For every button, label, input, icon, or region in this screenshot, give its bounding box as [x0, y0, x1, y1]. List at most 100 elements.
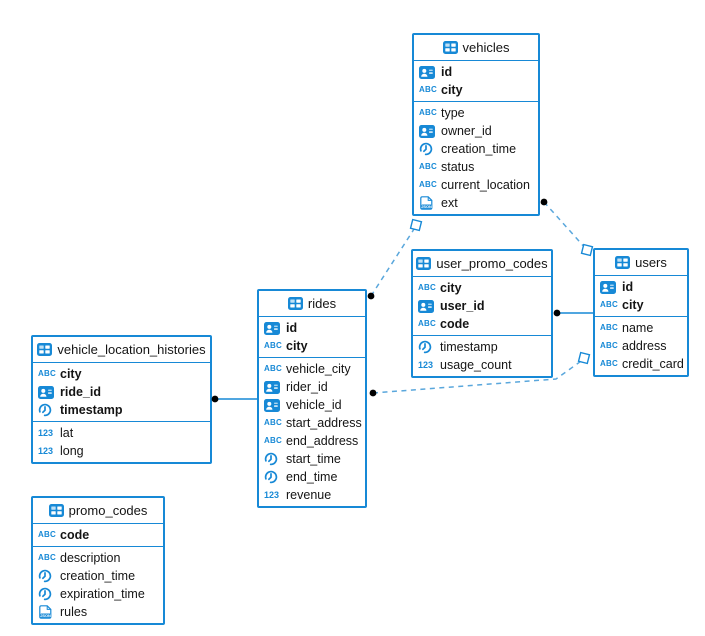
field-name: ride_id — [60, 385, 101, 399]
string-type-icon: ABC — [264, 418, 282, 427]
table-icon — [416, 257, 432, 270]
field-name: timestamp — [440, 340, 498, 354]
field-name: long — [60, 444, 84, 458]
field-row-creation_time[interactable]: creation_time — [414, 140, 538, 158]
field-row-vehicle_id[interactable]: vehicle_id — [259, 396, 365, 414]
relationship-line-vehicles-users[interactable] — [543, 201, 588, 251]
field-name: code — [440, 317, 470, 331]
field-name: vehicle_id — [286, 398, 342, 412]
field-name: user_id — [440, 299, 485, 313]
number-type-icon: 123 — [38, 427, 54, 438]
field-name: id — [441, 65, 453, 79]
field-row-id[interactable]: id — [414, 63, 538, 81]
field-row-expiration_time[interactable]: expiration_time — [33, 585, 163, 603]
string-type-icon: ABC — [600, 300, 618, 309]
field-name: start_time — [286, 452, 341, 466]
table-header[interactable]: vehicle_location_histories — [33, 337, 210, 363]
field-name: id — [622, 280, 634, 294]
table-name: users — [635, 255, 667, 270]
table-header[interactable]: vehicles — [414, 35, 538, 61]
table-name: rides — [307, 296, 337, 311]
string-type-icon: ABC — [600, 341, 618, 350]
table-icon — [37, 343, 53, 356]
string-type-icon: ABC — [38, 369, 56, 378]
id-badge-icon — [419, 65, 437, 79]
field-name: type — [441, 106, 465, 120]
id-badge-icon — [419, 124, 437, 138]
field-row-id[interactable]: id — [259, 319, 365, 337]
table-header[interactable]: user_promo_codes — [413, 251, 551, 277]
string-type-icon: ABC — [600, 359, 618, 368]
table-header[interactable]: promo_codes — [33, 498, 163, 524]
table-icon — [287, 297, 303, 310]
string-type-icon: ABC — [38, 530, 56, 539]
field-row-lat[interactable]: 123 lat — [33, 424, 210, 442]
field-name: credit_card — [622, 357, 684, 371]
field-row-creation_time[interactable]: creation_time — [33, 567, 163, 585]
field-name: rules — [60, 605, 88, 619]
field-row-rider_id[interactable]: rider_id — [259, 378, 365, 396]
timestamp-type-icon — [264, 452, 282, 466]
number-type-icon: 123 — [264, 489, 280, 500]
table-name: user_promo_codes — [436, 256, 548, 271]
field-row-user_id[interactable]: user_id — [413, 297, 551, 315]
field-name: timestamp — [60, 403, 123, 417]
field-row-credit_card[interactable]: ABC credit_card — [595, 355, 687, 373]
json-type-icon: JSON — [419, 196, 437, 210]
table-header[interactable]: users — [595, 250, 687, 276]
table-name: vehicles — [462, 40, 510, 55]
string-type-icon: ABC — [264, 436, 282, 445]
relationship-line-rides-users[interactable] — [372, 358, 585, 394]
field-name: description — [60, 551, 121, 565]
field-row-start_time[interactable]: start_time — [259, 450, 365, 468]
string-type-icon: ABC — [419, 180, 437, 189]
field-row-end_time[interactable]: end_time — [259, 468, 365, 486]
relationship-line-rides-vehicles[interactable] — [370, 225, 417, 297]
field-name: end_address — [286, 434, 359, 448]
table-name: vehicle_location_histories — [57, 342, 206, 357]
number-type-icon: 123 — [418, 359, 434, 370]
table-name: promo_codes — [68, 503, 148, 518]
timestamp-type-icon — [418, 340, 436, 354]
field-name: lat — [60, 426, 74, 440]
field-row-owner_id[interactable]: owner_id — [414, 122, 538, 140]
field-row-end_address[interactable]: ABC end_address — [259, 432, 365, 450]
field-name: id — [286, 321, 298, 335]
field-row-timestamp[interactable]: timestamp — [413, 338, 551, 356]
field-row-timestamp[interactable]: timestamp — [33, 401, 210, 419]
id-badge-icon — [264, 321, 282, 335]
field-row-id[interactable]: id — [595, 278, 687, 296]
table-header[interactable]: rides — [259, 291, 365, 317]
field-row-ride_id[interactable]: ride_id — [33, 383, 210, 401]
